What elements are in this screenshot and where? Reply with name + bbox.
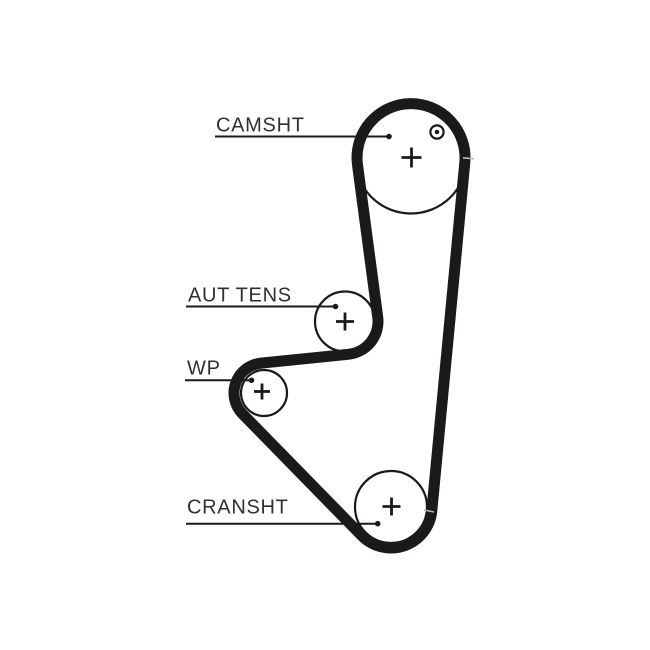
crankshaft-center-cross-icon xyxy=(382,497,401,516)
tensioner-leader-line xyxy=(186,303,339,310)
water-pump-pulley-circle xyxy=(239,368,289,418)
tensioner-leader-dot xyxy=(332,303,339,310)
crankshaft-leader-line xyxy=(186,520,381,527)
crankshaft-timing-tick xyxy=(423,509,435,513)
water-pump-label: WP xyxy=(187,358,221,380)
crankshaft-leader-dot xyxy=(374,520,381,527)
camshaft-timing-dot-icon xyxy=(429,124,445,140)
tensioner-center-cross-icon xyxy=(336,312,354,331)
camshaft-center-cross-icon xyxy=(401,147,422,168)
timing-belt xyxy=(228,98,471,554)
camshaft-label: CAMSHT xyxy=(216,114,305,136)
water-pump-leader-line xyxy=(185,377,255,384)
water-pump-leader-dot xyxy=(248,377,255,384)
tensioner-label: AUT TENS xyxy=(188,285,292,307)
camshaft-timing-tick xyxy=(462,157,475,160)
camshaft-leader-dot xyxy=(386,133,392,140)
camshaft-leader-line xyxy=(215,133,392,140)
crankshaft-label: CRANSHT xyxy=(187,497,289,519)
water-pump-center-cross-icon xyxy=(254,383,270,400)
